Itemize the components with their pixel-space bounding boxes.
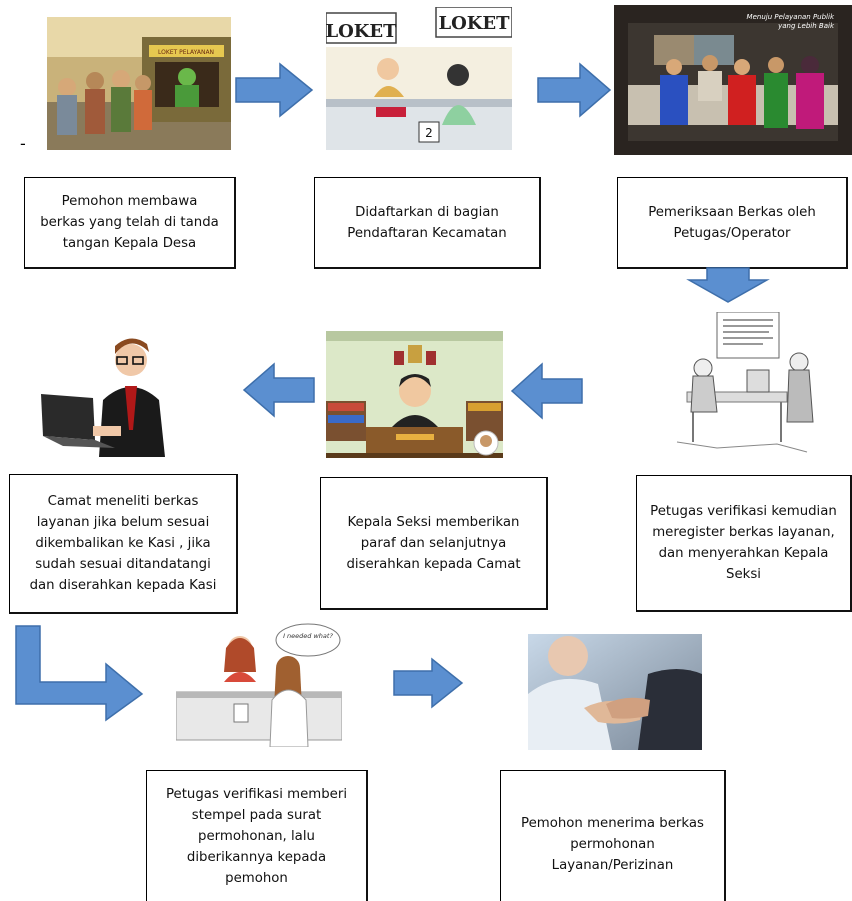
step-4-box: Petugas verifikasi kemudian meregister b…	[636, 475, 852, 612]
image-caption-line-1: Menuju Pelayanan Publik	[747, 13, 835, 21]
step-6-box: Camat meneliti berkas layanan jika belum…	[9, 474, 238, 614]
front-desk-illustration: I needed what?	[176, 622, 342, 747]
handshake-photo	[528, 634, 702, 750]
queue-at-counter-illustration: LOKET PELAYANAN	[47, 17, 231, 150]
flow-arrow-down	[686, 266, 770, 304]
flow-arrow-left-1	[242, 362, 316, 418]
counter-number: 2	[425, 126, 433, 140]
stray-dash: -	[20, 134, 26, 153]
flow-arrow-right-2	[536, 62, 612, 118]
office-cartoon-illustration	[657, 312, 825, 459]
step-7-box: Petugas verifikasi memberi stempel pada …	[146, 770, 368, 901]
loket-sign-left: LOKET	[326, 21, 397, 42]
step-3-box: Pemeriksaan Berkas oleh Petugas/Operator	[617, 177, 848, 269]
flow-arrow-l-shaped	[14, 624, 144, 722]
flow-arrow-right-3	[392, 657, 464, 709]
loket-pelayanan-sign: LOKET PELAYANAN	[158, 49, 214, 56]
step-8-box: Pemohon menerima berkas permohonan Layan…	[500, 770, 726, 901]
official-at-desk-illustration	[326, 331, 503, 458]
image-caption-line-2: yang Lebih Baik	[777, 22, 835, 30]
step-1-box: Pemohon membawa berkas yang telah di tan…	[24, 177, 236, 269]
step-5-box: Kepala Seksi memberikan paraf dan selanj…	[320, 477, 548, 610]
loket-sign-right: LOKET	[438, 13, 510, 34]
flow-arrow-right-1	[234, 62, 314, 118]
step-2-box: Didaftarkan di bagian Pendaftaran Kecama…	[314, 177, 541, 269]
speech-bubble-text: I needed what?	[283, 632, 333, 640]
man-at-laptop-illustration	[33, 330, 195, 457]
public-service-counter-illustration: Menuju Pelayanan Publik yang Lebih Baik	[614, 5, 852, 155]
registration-desk-illustration: LOKET LOKET 2	[326, 7, 512, 150]
flow-arrow-left-2	[510, 362, 584, 420]
